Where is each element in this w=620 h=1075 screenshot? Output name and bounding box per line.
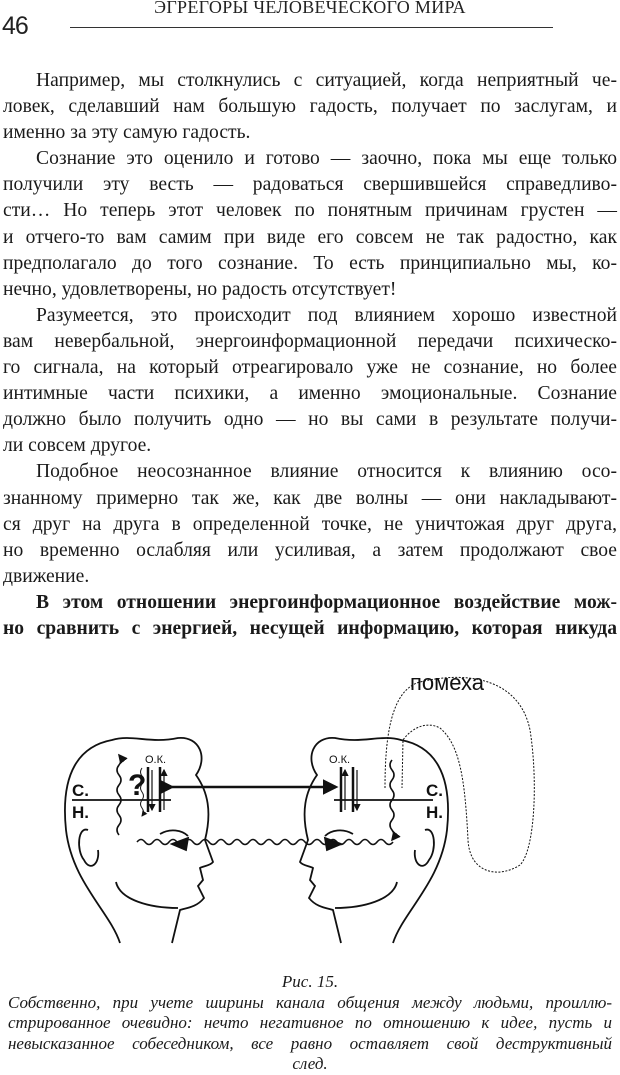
question-mark: ? (128, 769, 146, 802)
text-line: интимные части психики, а именно эмоцион… (3, 383, 617, 405)
right-head-outline (298, 737, 449, 944)
figure-number: Рис. 15. (281, 972, 339, 991)
text-line: но временно ослабляя или усиливая, а зат… (3, 539, 617, 561)
paragraph: Разумеется, это происходит под влиянием … (3, 303, 617, 460)
text-line: ловек, сделавший нам большую гадость, по… (3, 96, 617, 118)
ok-label-left: О.К. (145, 754, 166, 766)
text-line: вам невербальной, энергоинформационной п… (3, 330, 617, 352)
s-label-left: С. (72, 781, 89, 800)
ok-label-right: О.К. (329, 754, 350, 766)
text-line: нечно, удовлетворены, но радость отсутст… (3, 278, 397, 300)
caption-line: невысказанное собеседником, все равно ос… (8, 1033, 612, 1053)
text-line: В этом отношении энергоинформационное во… (36, 591, 617, 613)
caption-line: след. (292, 1054, 328, 1073)
caption-line: Собственно, при учете ширины канала обще… (8, 992, 612, 1012)
text-line: предполагало до того сознание. То есть п… (3, 252, 617, 274)
text-line: получили эту весть — радоваться свершивш… (3, 174, 617, 196)
paragraph: Подобное неосознанное влияние относится … (3, 459, 617, 589)
text-line: Например, мы столкнулись с ситуацией, ко… (36, 70, 617, 91)
text-line: сти… Но теперь этот человек по понятным … (3, 200, 617, 222)
s-label-right: С. (426, 781, 443, 800)
paragraph: Например, мы столкнулись с ситуацией, ко… (3, 68, 617, 146)
figure-caption: Рис. 15. Собственно, при учете ширины ка… (8, 972, 612, 1075)
text-line: Подобное неосознанное влияние относится … (36, 461, 617, 483)
right-wave-down (389, 759, 401, 842)
bottom-wave-channel (136, 838, 394, 846)
text-line: знанному примерно так же, как две волны … (3, 487, 617, 509)
interference-loop (384, 676, 535, 873)
left-wave-up (116, 753, 128, 836)
interference-label: помеха (410, 670, 485, 695)
paragraph: Сознание это оценило и готово — заочно, … (3, 146, 617, 303)
text-line: Разумеется, это происходит под влиянием … (36, 304, 617, 326)
text-line: ли совсем другое. (3, 435, 152, 457)
caption-line: стрированное очевидно: нечто негативное … (8, 1013, 612, 1032)
ear-icon (78, 828, 100, 867)
figure-two-heads: помеха О.К. О.К. С. Н. С. Н. ? (64, 670, 535, 944)
text-line: ся друг на друга в определенной точке, н… (3, 513, 617, 535)
n-label-left: Н. (72, 803, 89, 822)
n-label-right: Н. (426, 803, 443, 822)
text-line: должно было получить одно — но вы сами в… (3, 409, 617, 431)
text-line: именно за эту самую гадость. (3, 122, 251, 144)
text-line: Сознание это оценило и готово — заочно, … (36, 148, 617, 170)
text-line: и отчего-то вам самим при виде его совсе… (3, 226, 617, 248)
running-title: ЭГРЕГОРЫ ЧЕЛОВЕЧЕСКОГО МИРА (154, 0, 466, 17)
body-text: Например, мы столкнулись с ситуацией, ко… (3, 68, 617, 642)
header-rule (70, 27, 553, 28)
text-line: го сигнала, на который отреагировало уже… (3, 357, 617, 379)
text-line: но сравнить с энергией, несущей информац… (3, 617, 617, 639)
text-line: движение. (3, 565, 90, 587)
page-number: 46 (2, 12, 29, 40)
paragraph-bold: В этом отношении энергоинформационное во… (3, 590, 617, 642)
